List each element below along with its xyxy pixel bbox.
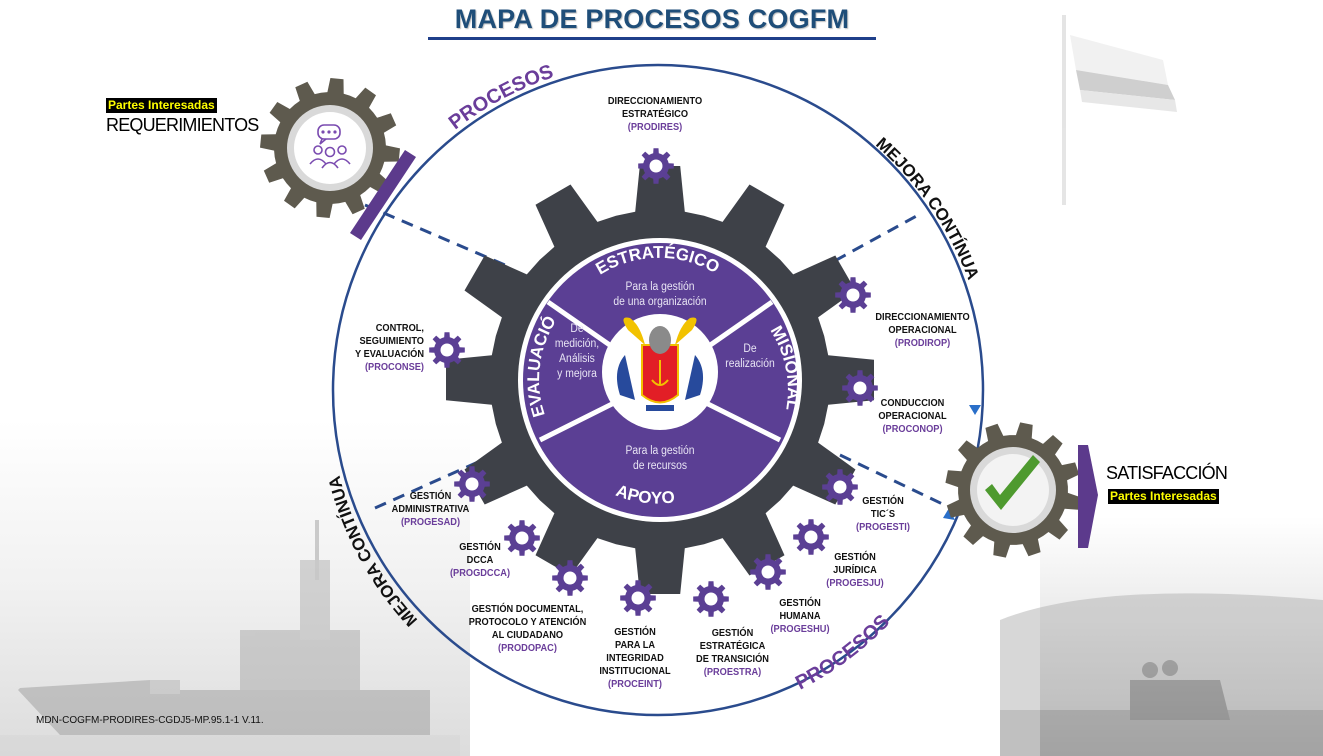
- process-gear-icon-hole: [833, 480, 847, 494]
- process-proestra[interactable]: GESTIÓN ESTRATÉGICA DE TRANSICIÓN (PROES…: [696, 627, 769, 678]
- process-gear-icon-hole: [846, 288, 860, 302]
- process-ring: [331, 63, 985, 717]
- checkmark-icon: [985, 455, 1040, 510]
- output-satisfaction-label: SATISFACCIÓN: [1106, 463, 1228, 483]
- output-stakeholders-tag: Partes Interesadas: [1108, 489, 1219, 504]
- process-progesti[interactable]: GESTIÓN TIC´S (PROGESTI): [856, 495, 910, 533]
- process-prodopac[interactable]: GESTIÓN DOCUMENTAL, PROTOCOLO Y ATENCIÓN…: [468, 603, 587, 654]
- segment-text-apoyo: Para la gestión de recursos: [625, 445, 695, 472]
- dashed-connector-input: [364, 203, 506, 267]
- ring-label-mejora-right: MEJORA CONTÍNUA: [872, 134, 982, 282]
- process-gear-icon-hole: [465, 477, 479, 491]
- process-prodirop[interactable]: DIRECCIONAMIENTO OPERACIONAL (PRODIROP): [875, 311, 970, 349]
- process-progesad[interactable]: GESTIÓN ADMINISTRATIVA (PROGESAD): [391, 490, 470, 528]
- dashed-connector-left: [374, 448, 506, 510]
- ground-vehicle-image: [1000, 593, 1323, 756]
- coat-of-arms-icon: [616, 317, 704, 411]
- process-gear-icon-hole: [440, 343, 454, 357]
- title-underline: [428, 37, 876, 40]
- process-proconse[interactable]: CONTROL, SEGUIMIENTO Y EVALUACIÓN (PROCO…: [355, 322, 424, 373]
- input-bar: [350, 150, 416, 240]
- arrow-down-icon: [969, 405, 981, 415]
- process-progeshu[interactable]: GESTIÓN HUMANA (PROGESHU): [770, 597, 830, 635]
- svg-text:MEJORA CONTÍNUA: MEJORA CONTÍNUA: [872, 134, 982, 282]
- segment-text-evaluacion: De medición, Análisis y mejora: [554, 323, 600, 380]
- process-gear-icon-hole: [563, 571, 577, 585]
- flag-image: [1062, 15, 1177, 205]
- process-gear-icon-hole: [649, 159, 663, 173]
- process-gear-icon-hole: [761, 565, 775, 579]
- output-bar: [1078, 445, 1098, 548]
- people-chat-icon: [309, 124, 351, 169]
- page-title: MAPA DE PROCESOS COGFM: [454, 4, 850, 34]
- process-progesju[interactable]: GESTIÓN JURÍDICA (PROGESJU): [826, 551, 884, 589]
- process-gear-icon-hole: [704, 592, 718, 606]
- process-prodires[interactable]: DIRECCIONAMIENTO ESTRATÉGICO (PRODIRES): [607, 95, 703, 133]
- document-code: MDN-COGFM-PRODIRES-CGDJ5-MP.95.1-1 V.11.: [36, 715, 264, 726]
- process-progdcca[interactable]: GESTIÓN DCCA (PROGDCCA): [449, 541, 511, 579]
- process-proconop[interactable]: CONDUCCION OPERACIONAL (PROCONOP): [878, 397, 947, 435]
- process-gear-icon-hole: [853, 381, 867, 395]
- process-gear-icon-hole: [804, 530, 818, 544]
- process-gear-icon-hole: [631, 591, 645, 605]
- ring-label-procesos-top: PROCESOS: [445, 61, 556, 134]
- input-stakeholders-tag: Partes Interesadas: [106, 98, 217, 113]
- svg-text:EVALUACIÓN: EVALUACIÓN: [0, 0, 560, 419]
- segment-text-estrategico: Para la gestión de una organización: [613, 281, 707, 308]
- segment-text-misional: De realización: [725, 343, 775, 370]
- segment-title-evaluacion: EVALUACIÓN: [0, 0, 560, 419]
- dashed-connector-output: [839, 453, 956, 512]
- svg-text:PROCESOS: PROCESOS: [445, 61, 556, 134]
- ship-image: [0, 520, 460, 756]
- input-requirements-label: REQUERIMIENTOS: [106, 115, 259, 135]
- process-gear-icon-hole: [515, 531, 529, 545]
- process-proceint[interactable]: GESTIÓN PARA LA INTEGRIDAD INSTITUCIONAL…: [599, 626, 671, 690]
